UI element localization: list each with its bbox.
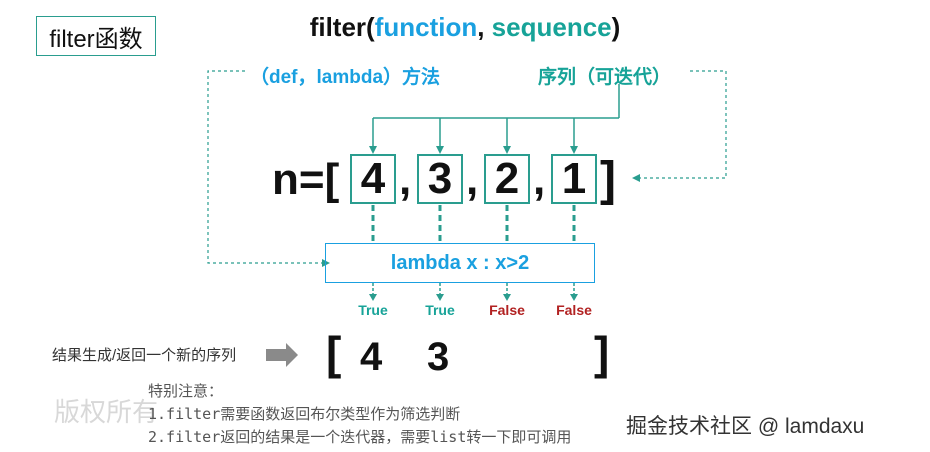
list-cell-4: 1 [551,154,597,204]
list-prefix: n=[ [272,155,340,204]
result-arrow-icon [266,343,298,367]
list-cell-2: 3 [417,154,463,204]
formula-sequence: sequence [491,12,612,42]
formula-suffix: ) [611,12,621,42]
result-bool-1: True [358,302,388,318]
function-label: （def，lambda）方法 [250,67,441,88]
result-close-bracket: ] [594,327,610,379]
list-separator-2: , [466,155,479,204]
sequence-connector [640,70,727,179]
result-value-2: 3 [427,335,450,379]
result-label: 结果生成/返回一个新的序列 [52,347,237,364]
notes-heading: 特别注意： [148,382,224,400]
sequence-connector-arrow [632,174,640,182]
formula-comma: , [477,12,492,42]
result-value-1: 4 [360,335,383,379]
function-connector [207,70,322,264]
formula-function: function [374,12,478,42]
sequence-label: 序列（可迭代） [538,67,672,88]
list-suffix: ] [600,153,616,206]
list-separator-3: , [533,155,546,204]
lambda-box: lambda x : x>2 [325,243,595,283]
result-bool-3: False [489,302,525,318]
formula: filter(function, sequence) [0,12,930,43]
list-cell-1: 4 [350,154,396,204]
list-cell-3: 2 [484,154,530,204]
notes-line-2: 2.filter返回的结果是一个迭代器，需要list转一下即可调用 [148,428,572,446]
list-separator-1: , [399,155,412,204]
formula-prefix: filter( [309,12,375,42]
credit: 掘金技术社区 @ lamdaxu [626,415,865,438]
result-bool-4: False [556,302,592,318]
result-open-bracket: [ [326,327,342,379]
result-bool-2: True [425,302,455,318]
function-connector-arrow [322,259,330,267]
title-box: filter函数 [36,16,156,56]
watermark: 版权所有 [54,397,159,427]
notes-line-1: 1.filter需要函数返回布尔类型作为筛选判断 [148,405,461,423]
